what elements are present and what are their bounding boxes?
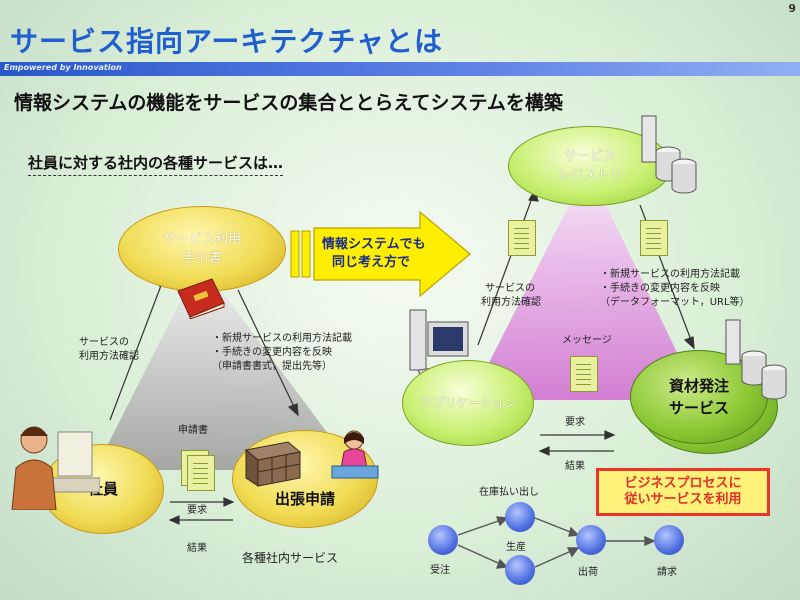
service-server-icon — [725, 319, 787, 400]
right-result-label: 結果 — [565, 461, 585, 472]
application-ellipse: アプリケーション — [402, 360, 534, 446]
arrow-text-1: 情報システムでも — [322, 237, 426, 252]
banner-line-1: ビジネスプロセスに — [624, 476, 742, 491]
left-note-1: ・新規サービスの利用方法記載 — [212, 333, 352, 344]
usage-doc-icon — [508, 220, 536, 256]
right-request-label: 要求 — [565, 417, 585, 428]
banner-line-2: 従いサービスを利用 — [624, 492, 742, 507]
process-label-billing: 請求 — [657, 567, 677, 578]
services-caption: 各種社内サービス — [242, 551, 339, 565]
message-label: メッセージ — [562, 335, 612, 346]
guide-ellipse: サービス利用手引書 — [118, 206, 286, 292]
left-result-label: 結果 — [187, 543, 207, 554]
process-node-billing — [654, 525, 684, 555]
right-note-2: ・手続きの変更内容を反映 — [600, 283, 720, 294]
slide-subtitle: 情報システムの機能をサービスの集合ととらえてシステムを構築 — [14, 92, 563, 114]
right-notes: ・新規サービスの利用方法記載 ・手続きの変更内容を反映 （データフォーマット，U… — [600, 268, 750, 310]
title-bar — [0, 62, 800, 76]
left-note-3: （申請書書式，提出先等） — [212, 361, 332, 372]
material-label-2: サービス — [668, 399, 729, 417]
left-check-usage: サービスの 利用方法確認 — [79, 336, 139, 364]
application-label: アプリケーション — [420, 395, 516, 410]
left-notes: ・新規サービスの利用方法記載 ・手続きの変更内容を反映 （申請書書式，提出先等） — [212, 332, 352, 374]
registry-label-1: サービス — [563, 149, 616, 164]
right-check-usage: サービスの 利用方法確認 — [481, 282, 541, 310]
process-label-order: 受注 — [430, 565, 450, 576]
right-triangle — [470, 168, 700, 400]
registry-label-2: レジストリ — [557, 168, 623, 183]
left-request-label: 要求 — [187, 505, 207, 516]
left-triangle — [95, 262, 355, 470]
registry-server-icon — [641, 115, 697, 194]
process-label-production: 生産 — [506, 542, 526, 553]
business-process-banner: ビジネスプロセスに 従いサービスを利用 — [596, 468, 770, 516]
form-document-icon-2 — [187, 455, 215, 491]
process-label-shipping: 出荷 — [578, 567, 598, 578]
right-check-usage-2: 利用方法確認 — [481, 297, 541, 308]
guide-label-1: サービス利用 — [162, 232, 241, 247]
process-node-order — [428, 525, 458, 555]
book-icon — [177, 278, 225, 319]
tagline: Empowered by Innovation — [4, 63, 122, 72]
clerk-icon — [331, 430, 379, 479]
message-doc-icon — [570, 356, 598, 392]
business-trip-label: 出張申請 — [274, 490, 335, 508]
guide-label-2: 手引書 — [182, 251, 222, 266]
person-at-desk-icon — [11, 426, 100, 510]
material-label-1: 資材発注 — [668, 377, 729, 395]
form-label: 申請書 — [178, 425, 208, 436]
right-check-usage-1: サービスの — [485, 283, 535, 294]
right-note-3: （データフォーマット，URL等） — [600, 297, 750, 308]
slide-title: サービス指向アーキテクチャとは — [10, 25, 444, 58]
process-node-shipping — [576, 525, 606, 555]
page-number: 9 — [788, 2, 796, 15]
arrow-text-2: 同じ考え方で — [332, 255, 411, 270]
right-note-1: ・新規サービスの利用方法記載 — [600, 269, 740, 280]
left-note-2: ・手続きの変更内容を反映 — [212, 347, 332, 358]
process-node-production — [505, 555, 535, 585]
left-section-heading: 社員に対する社内の各種サービスは… — [28, 152, 284, 176]
notes-doc-icon — [640, 220, 668, 256]
process-label-inventory: 在庫払い出し — [479, 487, 539, 498]
left-check-usage-2: 利用方法確認 — [79, 351, 139, 362]
transition-arrow — [290, 210, 471, 298]
filing-cabinet-icon — [244, 441, 302, 487]
arrow-text: 情報システムでも 同じ考え方で — [322, 236, 426, 272]
left-check-usage-1: サービスの — [79, 337, 129, 348]
process-node-inventory — [505, 502, 535, 532]
